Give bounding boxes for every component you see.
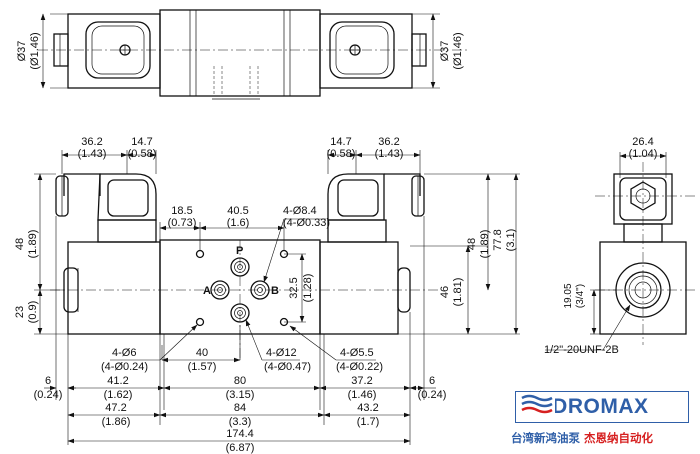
dim-w37-2-in: (1.46) (348, 389, 377, 401)
dim-holes-6: 4-Ø6 (112, 347, 136, 359)
dim-thread: 1/2"-20UNF-2B (544, 344, 619, 356)
dim-w6-right: 6 (429, 375, 435, 387)
dim-w43-2: 43.2 (357, 402, 378, 414)
dim-h23-in: (0.9) (27, 301, 39, 324)
brand-logo-box: HYDROMAX (515, 391, 689, 423)
dim-w174-4-in: (6.87) (226, 442, 255, 454)
dim-left-36-2: 36.2 (81, 136, 102, 148)
port-a-icon (210, 280, 230, 300)
brand-subtitle: 台湾新鸿油泵 杰恩纳自动化 (511, 430, 653, 446)
brand-sub-blue: 台湾新鸿油泵 (511, 431, 580, 445)
dim-w41-2-in: (1.62) (104, 389, 133, 401)
dim-h77-8-in: (3.1) (505, 229, 517, 252)
dim-h19-05: 19.05 (563, 283, 574, 308)
dim-h77-8: 77.8 (492, 229, 504, 250)
dim-holes-12-in: (4-Ø0.47) (264, 361, 311, 373)
top-left-dia: Ø37 (16, 41, 28, 62)
front-view: P A B 36.2 (1.43) 14.7 (0.58) 14.7 (14, 136, 520, 454)
dim-w47-2: 47.2 (105, 402, 126, 414)
dim-right-36-2-in: (1.43) (375, 148, 404, 160)
dim-40-5: 40.5 (227, 205, 248, 217)
dim-w84: 84 (234, 402, 246, 414)
dim-right-14-7-in: (0.58) (327, 148, 356, 160)
dim-40-5-in: (1.6) (227, 217, 250, 229)
side-view: 26.4 (1.04) 19.05 (3/4") 1/2"-20UNF-2B (544, 136, 695, 356)
port-a-label: A (203, 285, 211, 297)
dim-w80-in: (3.15) (226, 389, 255, 401)
side-hex-nut-icon (630, 181, 656, 211)
dim-w41-2: 41.2 (107, 375, 128, 387)
dim-w26-4-in: (1.04) (629, 148, 658, 160)
dim-h19-05-in: (3/4") (575, 284, 586, 308)
dim-holes-8-4-in: (4-Ø0.33) (283, 217, 330, 229)
dim-w84-in: (3.3) (229, 416, 252, 428)
port-p-icon (230, 257, 250, 277)
dim-left-14-7-in: (0.58) (128, 148, 157, 160)
dim-w6-right-in: (0.24) (418, 389, 447, 401)
dim-h46: 46 (439, 286, 451, 298)
dim-18-5-in: (0.73) (168, 217, 197, 229)
hydromax-logo-icon (519, 392, 555, 418)
dim-h48-left-in: (1.89) (27, 230, 39, 259)
dim-18-5: 18.5 (171, 205, 192, 217)
dim-h48-left: 48 (14, 238, 26, 250)
dim-holes-6-in: (4-Ø0.24) (101, 361, 148, 373)
dim-w40-in: (1.57) (188, 361, 217, 373)
dim-w6-left: 6 (45, 375, 51, 387)
dim-h46-in: (1.81) (452, 278, 464, 307)
dim-w80: 80 (234, 375, 246, 387)
dim-holes-5-5-in: (4-Ø0.22) (336, 361, 383, 373)
port-b-label: B (271, 285, 279, 297)
top-view: Ø37 (Ø1.46) Ø37 (Ø1.46) (16, 9, 470, 100)
dim-w43-2-in: (1.7) (357, 416, 380, 428)
dim-holes-8-4: 4-Ø8.4 (283, 205, 317, 217)
port-t-icon (230, 303, 250, 323)
dim-holes-5-5: 4-Ø5.5 (340, 347, 374, 359)
dim-left-36-2-in: (1.43) (78, 148, 107, 160)
brand-sub-red: 杰恩纳自动化 (584, 431, 654, 445)
dim-w40: 40 (196, 347, 208, 359)
top-right-dia: Ø37 (439, 41, 451, 62)
dim-w37-2: 37.2 (351, 375, 372, 387)
front-right-solenoid (319, 173, 425, 335)
port-p-label: P (236, 245, 243, 257)
port-b-icon (250, 280, 270, 300)
dim-w6-left-in: (0.24) (34, 389, 63, 401)
dim-h23: 23 (14, 306, 26, 318)
dim-w26-4: 26.4 (632, 136, 653, 148)
dim-h48-right: 48 (466, 238, 478, 250)
dim-holes-12: 4-Ø12 (266, 347, 297, 359)
dim-left-14-7: 14.7 (131, 136, 152, 148)
dim-right-36-2: 36.2 (378, 136, 399, 148)
top-right-dia-in: (Ø1.46) (452, 32, 464, 69)
dim-h48-right-in: (1.89) (479, 230, 491, 259)
dim-w174-4: 174.4 (226, 428, 254, 440)
dim-right-14-7: 14.7 (330, 136, 351, 148)
top-left-dia-in: (Ø1.46) (29, 32, 41, 69)
dim-h32-5: 32.5 (288, 277, 300, 298)
dim-h32-5-in: (1.28) (302, 274, 314, 303)
front-left-solenoid (55, 173, 161, 335)
dim-w47-2-in: (1.86) (102, 416, 131, 428)
top-valve-body (159, 9, 321, 97)
